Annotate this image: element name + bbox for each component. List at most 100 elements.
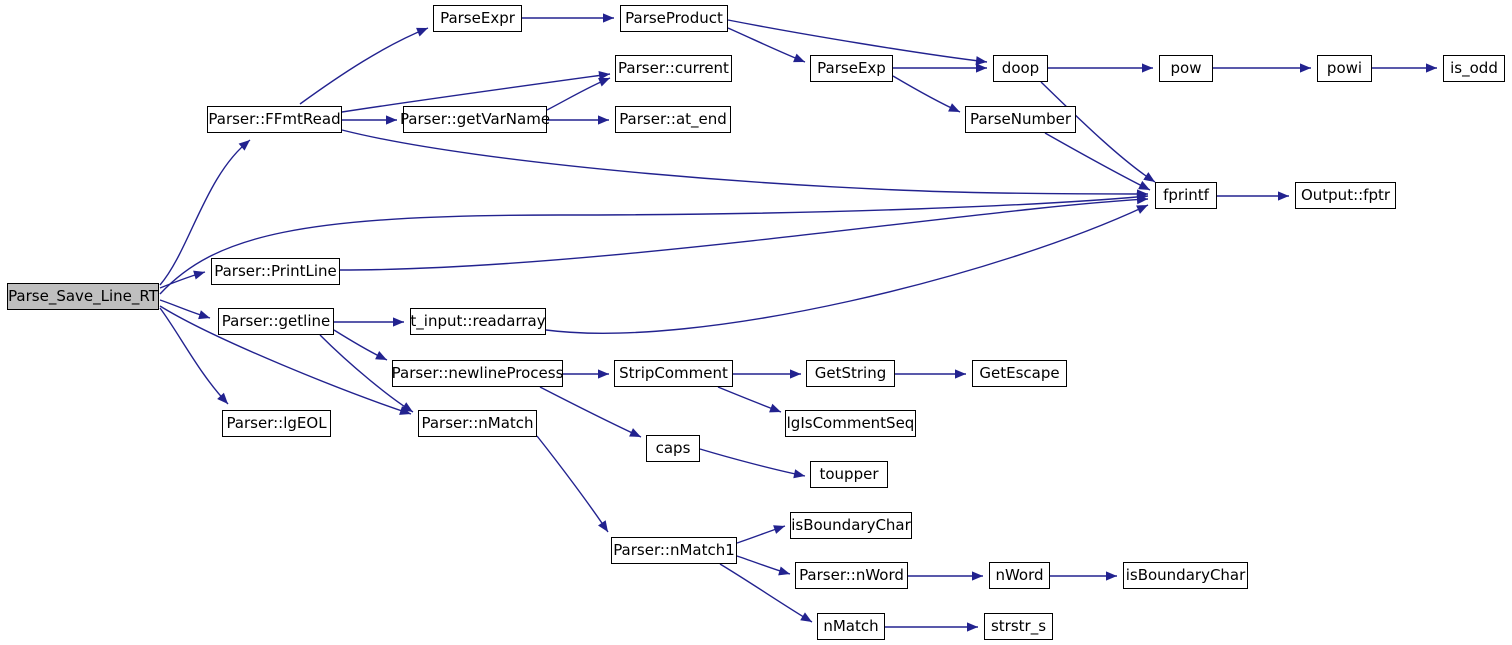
graph-node-label: strstr_s	[990, 617, 1047, 635]
graph-node-parser_current[interactable]: Parser::current	[615, 55, 732, 82]
graph-node-stripcomment[interactable]: StripComment	[614, 360, 733, 387]
graph-node-label: GetString	[814, 364, 887, 382]
graph-node-parser_nword[interactable]: Parser::nWord	[795, 562, 908, 589]
graph-node-label: Parser::current	[618, 59, 729, 77]
graph-node-parser_nmatch[interactable]: Parser::nMatch	[418, 410, 537, 437]
arrowhead-powi-to-is_odd	[1426, 63, 1437, 73]
graph-node-label: Parser::FFmtRead	[208, 110, 341, 128]
graph-node-fprintf[interactable]: fprintf	[1155, 182, 1217, 209]
edge-parseproduct-to-parseexp	[727, 27, 806, 63]
edge-parser_getline-to-parser_newlineproc	[333, 329, 388, 361]
graph-node-label: ParseExpr	[440, 9, 515, 27]
arrowhead-nword-to-isboundarychar2	[1106, 571, 1117, 581]
graph-node-pow[interactable]: pow	[1159, 55, 1213, 82]
graph-node-label: StripComment	[619, 364, 728, 382]
graph-node-parser_nmatch1[interactable]: Parser::nMatch1	[611, 537, 737, 564]
graph-node-parseexp[interactable]: ParseExp	[810, 55, 893, 82]
graph-node-label: Parser::nMatch	[421, 414, 534, 432]
graph-node-label: GetEscape	[979, 364, 1060, 382]
arrowhead-parse_save_line_rt-to-parser_ffmtread	[238, 140, 250, 151]
arrowhead-caps-to-toupper	[793, 469, 805, 479]
graph-node-parser_printline[interactable]: Parser::PrintLine	[211, 258, 340, 285]
graph-node-label: isBoundaryChar	[791, 516, 911, 534]
arrowhead-parser_getvarname-to-parser_at_end	[598, 115, 609, 125]
graph-node-parse_save_line_rt[interactable]: Parse_Save_Line_RT	[7, 283, 159, 310]
graph-node-label: lgIsCommentSeq	[786, 414, 915, 432]
graph-node-parser_getline[interactable]: Parser::getline	[218, 308, 334, 335]
arrowhead-parser_nmatch1-to-isboundarychar1	[773, 525, 785, 534]
arrowhead-parser_nmatch1-to-parser_nword	[778, 566, 790, 576]
graph-node-label: Output::fptr	[1300, 186, 1391, 204]
arrowhead-parse_save_line_rt-to-parser_getline	[198, 310, 210, 320]
arrowhead-parseproduct-to-doop	[975, 56, 987, 66]
edge-parser_newlineproc-to-caps	[539, 386, 642, 438]
graph-node-label: Parser::lgEOL	[226, 414, 327, 432]
arrowhead-stripcomment-to-lgiscommentseq	[769, 403, 781, 413]
arrowhead-parser_ffmtread-to-parseexpr	[416, 27, 428, 37]
graph-node-parsenumber[interactable]: ParseNumber	[965, 106, 1076, 133]
graph-node-powi[interactable]: powi	[1317, 55, 1372, 82]
graph-node-label: isBoundaryChar	[1125, 566, 1246, 584]
graph-node-label: nWord	[995, 566, 1044, 584]
edge-parsenumber-to-fprintf	[1044, 132, 1151, 191]
graph-node-label: ParseNumber	[969, 110, 1072, 128]
graph-node-strstr_s[interactable]: strstr_s	[984, 613, 1053, 640]
arrowhead-parser_printline-to-fprintf	[1136, 195, 1148, 205]
arrowhead-parser_ffmtread-to-fprintf	[1136, 189, 1148, 199]
graph-node-label: pow	[1170, 59, 1202, 77]
edge-parser_ffmtread-to-parseexpr	[299, 27, 429, 105]
graph-node-label: ParseProduct	[625, 9, 723, 27]
arrowhead-getstring-to-getescape	[955, 369, 966, 379]
graph-node-label: Parse_Save_Line_RT	[8, 287, 158, 305]
graph-node-label: Parser::at_end	[619, 110, 727, 128]
graph-node-getescape[interactable]: GetEscape	[972, 360, 1067, 387]
graph-node-isboundarychar2[interactable]: isBoundaryChar	[1123, 562, 1248, 589]
graph-node-label: Parser::newlineProcess	[391, 364, 564, 382]
edge-parser_getvarname-to-parser_current	[546, 77, 611, 111]
arrowhead-parsenumber-to-fprintf	[1138, 180, 1150, 190]
graph-node-parser_getvarname[interactable]: Parser::getVarName	[400, 106, 550, 133]
graph-node-parseexpr[interactable]: ParseExpr	[433, 5, 522, 32]
arrowhead-parse_save_line_rt-to-parser_printline	[193, 270, 205, 280]
arrowhead-parser_newlineproc-to-stripcomment	[598, 369, 609, 379]
edge-parser_printline-to-fprintf	[339, 198, 1149, 271]
arrowhead-parser_getline-to-parser_nmatch	[401, 402, 413, 412]
arrowhead-nmatch-to-strstr_s	[967, 622, 978, 632]
graph-node-nword[interactable]: nWord	[989, 562, 1050, 589]
arrowhead-parse_save_line_rt-to-fprintf	[1136, 192, 1148, 202]
graph-node-getstring[interactable]: GetString	[806, 360, 895, 387]
edge-stripcomment-to-lgiscommentseq	[717, 386, 782, 413]
graph-node-label: is_odd	[1450, 59, 1498, 77]
graph-node-label: caps	[655, 439, 691, 457]
arrowhead-parser_nmatch1-to-nmatch	[800, 612, 812, 622]
edge-caps-to-toupper	[699, 448, 806, 477]
graph-node-doop[interactable]: doop	[993, 55, 1048, 82]
graph-node-parser_at_end[interactable]: Parser::at_end	[615, 106, 731, 133]
arrowhead-parser_newlineproc-to-caps	[629, 428, 641, 437]
graph-node-parser_ffmtread[interactable]: Parser::FFmtRead	[207, 106, 342, 133]
arrowhead-parse_save_line_rt-to-parser_lgeol	[217, 392, 228, 404]
graph-node-isboundarychar1[interactable]: isBoundaryChar	[790, 512, 912, 539]
graph-node-parser_newlineproc[interactable]: Parser::newlineProcess	[392, 360, 563, 387]
graph-node-label: Parser::nWord	[799, 566, 904, 584]
graph-node-output_fptr[interactable]: Output::fptr	[1295, 182, 1396, 209]
arrowhead-parseexpr-to-parseproduct	[603, 13, 614, 23]
graph-node-label: nMatch	[823, 617, 879, 635]
graph-node-label: Parser::nMatch1	[613, 541, 735, 559]
graph-node-label: Parser::getline	[221, 312, 331, 330]
graph-node-t_input_readarray[interactable]: t_input::readarray	[410, 308, 546, 335]
edge-t_input_readarray-to-fprintf	[545, 204, 1149, 334]
graph-node-is_odd[interactable]: is_odd	[1443, 55, 1505, 82]
edge-parseexp-to-parsenumber	[892, 75, 961, 113]
graph-node-parser_lgeol[interactable]: Parser::lgEOL	[222, 410, 331, 437]
graph-node-label: fprintf	[1163, 186, 1209, 204]
arrowhead-parser_nmatch-to-parser_nmatch1	[598, 520, 608, 532]
graph-node-caps[interactable]: caps	[646, 435, 700, 462]
graph-node-nmatch[interactable]: nMatch	[817, 613, 885, 640]
graph-node-parseproduct[interactable]: ParseProduct	[620, 5, 728, 32]
graph-node-lgiscommentseq[interactable]: lgIsCommentSeq	[785, 410, 916, 437]
graph-node-label: t_input::readarray	[410, 312, 546, 330]
graph-node-toupper[interactable]: toupper	[810, 461, 888, 488]
arrowhead-parser_ffmtread-to-parser_getvarname	[386, 115, 397, 125]
